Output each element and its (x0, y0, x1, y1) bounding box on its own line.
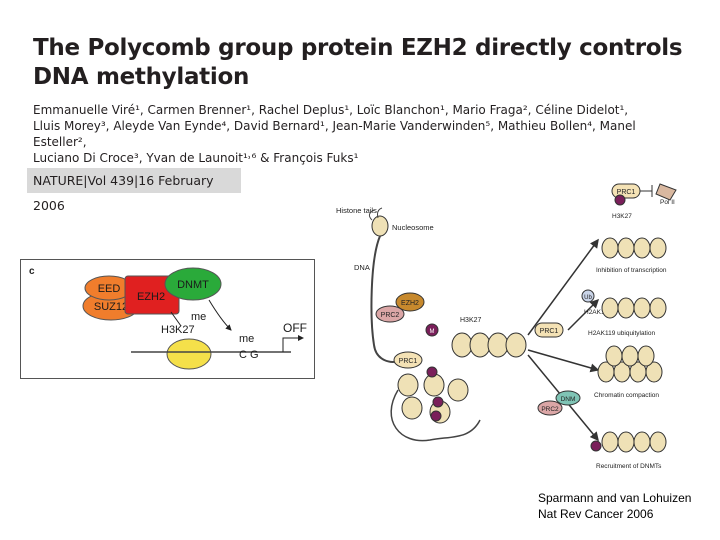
author-line-1: Emmanuelle Viré¹, Carmen Brenner¹, Rache… (33, 103, 629, 117)
nucleosome-label: Nucleosome (392, 223, 434, 232)
cg-label: C G (239, 349, 259, 361)
right-nucleosome-row-3 (597, 345, 663, 383)
methyl-mark-1 (425, 323, 439, 337)
off-label: OFF (283, 321, 307, 335)
dnm-label: DNM (561, 396, 576, 403)
histone-tails-label: Histone tails (336, 206, 377, 215)
prc2-right-blob (537, 400, 563, 416)
credit-line-1: Sparmann and van Lohuizen (538, 491, 692, 505)
right-nucleosome-row-2 (601, 297, 667, 319)
h3k27-label-mid: H3K27 (460, 317, 482, 324)
prc2-blob (375, 305, 405, 323)
dna-label: DNA (354, 263, 370, 272)
paper-title: The Polycomb group protein EZH2 directly… (33, 34, 693, 92)
prc1-top-label: PRC1 (617, 189, 636, 196)
credit-line-2: Nat Rev Cancer 2006 (538, 507, 654, 521)
eed-label: EED (98, 283, 121, 295)
arrow-ezh2-h3k27 (170, 311, 182, 327)
panel-c-figure: c SUZ12 EED EZH2 DNMT me H3K27 me C G OF… (20, 259, 315, 379)
pol2-label: Pol II (660, 199, 675, 206)
arrow-to-inhibition (527, 238, 599, 336)
author-list: Emmanuelle Viré¹, Carmen Brenner¹, Rache… (33, 102, 693, 166)
top-nucleosome (371, 215, 389, 237)
ub-blob (581, 289, 595, 303)
pol2-shape (655, 183, 677, 201)
panel-c-svg: c SUZ12 EED EZH2 DNMT me H3K27 me C G OF… (29, 266, 307, 370)
dna-strand (370, 235, 403, 363)
recruitment-label: Recruitment of DNMTs (596, 463, 662, 470)
ezh2-label: EZH2 (137, 291, 165, 303)
h3k27-label-top: H3K27 (612, 213, 632, 220)
off-arrow (282, 335, 304, 352)
compacted-cluster (390, 366, 481, 442)
block-bar (640, 185, 653, 197)
me-label-1: me (191, 311, 206, 323)
ub-label: Ub (584, 295, 592, 301)
prc2-right-label: PRC2 (541, 406, 559, 413)
panel-label: c (29, 266, 35, 277)
journal-citation: NATURE|Vol 439|16 February 2006 (27, 168, 241, 213)
suz12-label: SUZ12 (94, 301, 128, 313)
middle-nucleosome-array (451, 332, 527, 358)
h3k27-label: H3K27 (161, 324, 195, 336)
inhibition-label: Inhibition of transcription (596, 267, 667, 274)
arrow-to-ubiquitylation (567, 298, 600, 331)
mechanism-svg: Histone tails Nucleosome DNA EZH2 PRC2 M… (336, 183, 677, 470)
nucleosome (166, 338, 212, 370)
right-nucleosome-row-4 (590, 431, 667, 453)
prc1-mid-label: PRC1 (540, 328, 559, 335)
ezh2-blob (395, 292, 425, 312)
h2ak119-ub-label: H2AK119 ubiquitylation (588, 330, 655, 337)
histone-tails (368, 207, 383, 221)
prc1-bottom-label: PRC1 (399, 358, 418, 365)
right-nucleosome-row-1 (601, 237, 667, 259)
me-label-2: me (239, 333, 254, 345)
author-line-3: Luciano Di Croce³, Yvan de Launoit¹˒⁶ & … (33, 151, 359, 165)
prc1-mid-blob (534, 322, 564, 338)
h2ak119-label: H2AK119 (584, 309, 612, 316)
mechanism-figure: Histone tails Nucleosome DNA EZH2 PRC2 M… (330, 180, 690, 480)
ezh2-label-right: EZH2 (401, 300, 419, 307)
methyl-mark-top (614, 194, 626, 206)
arrow-dnmt-cg (208, 299, 232, 331)
dnmt-complex (164, 267, 222, 301)
figure-credit: Sparmann and van Lohuizen Nat Rev Cancer… (538, 490, 691, 522)
author-line-2: Lluis Morey³, Aleyde Van Eynde⁴, David B… (33, 119, 636, 149)
arrow-to-compaction (527, 349, 600, 373)
dnm-blob (555, 390, 581, 406)
paper-title-line-2: DNA methylation (33, 64, 250, 90)
prc1-bottom-blob (393, 351, 423, 369)
compaction-label: Chromatin compaction (594, 392, 659, 399)
prc2-label-left: PRC2 (381, 312, 400, 319)
methyl-mark-1-label: M (430, 329, 435, 335)
paper-title-line-1: The Polycomb group protein EZH2 directly… (33, 35, 683, 61)
dnmt-label: DNMT (177, 279, 209, 291)
